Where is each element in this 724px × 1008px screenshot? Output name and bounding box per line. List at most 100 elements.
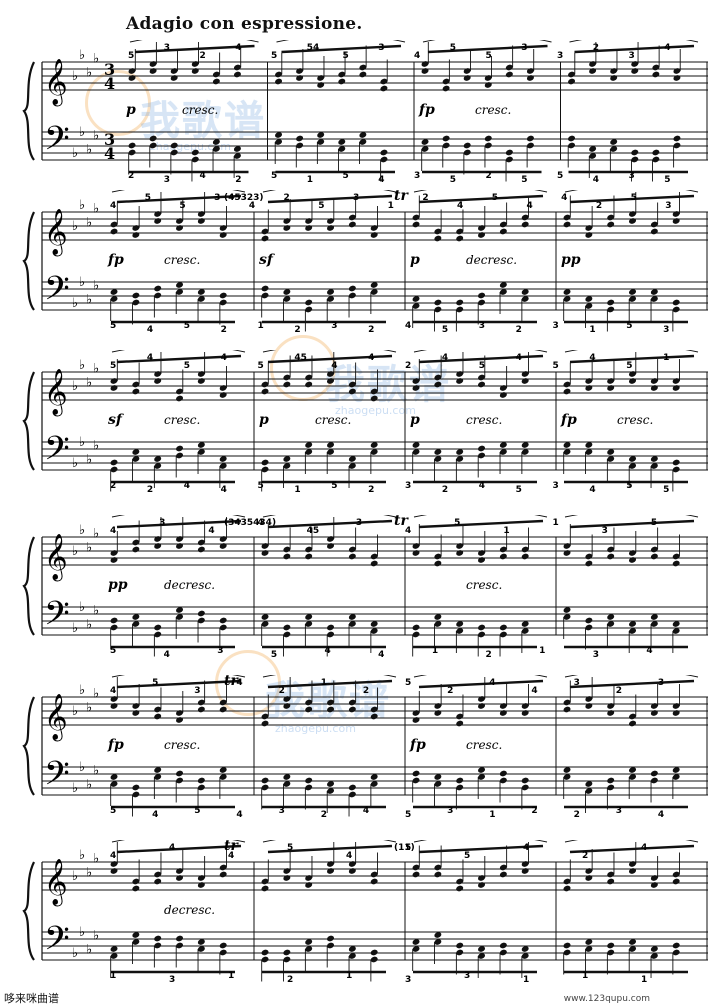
notehead — [132, 703, 140, 709]
notehead — [110, 228, 118, 235]
notehead — [563, 388, 571, 395]
notehead — [274, 78, 283, 85]
fingering-number: 3 — [356, 518, 362, 528]
flat-icon: ♭ — [93, 52, 99, 67]
fingering-number: 1 — [503, 526, 509, 536]
slur — [413, 515, 548, 518]
fingering-number: 2 — [582, 851, 588, 861]
notehead — [283, 774, 291, 780]
notehead — [650, 378, 658, 384]
notehead — [463, 75, 471, 81]
notehead — [370, 956, 378, 963]
notehead — [197, 211, 205, 217]
brace — [22, 371, 35, 471]
notehead — [283, 463, 291, 469]
flat-icon: ♭ — [72, 296, 78, 311]
notehead — [110, 557, 118, 563]
notehead — [175, 445, 184, 452]
notehead — [261, 784, 269, 791]
notehead — [110, 289, 118, 295]
fingering-number: 4 — [531, 686, 537, 696]
fingering-number: 2 — [422, 193, 428, 203]
expression-marking: cresc. — [182, 103, 218, 117]
notehead — [456, 550, 464, 556]
notehead — [128, 142, 136, 149]
watermark-text: 我歌谱 — [140, 98, 266, 144]
notehead — [132, 878, 140, 885]
notehead — [305, 946, 313, 952]
dynamic-marking: p — [126, 102, 136, 118]
notehead — [563, 885, 571, 892]
flat-icon: ♭ — [93, 687, 99, 702]
fingering-number: 4 — [489, 678, 495, 688]
fingering-number: 3 — [602, 526, 608, 536]
notehead — [607, 456, 615, 462]
notehead — [170, 149, 178, 156]
flat-icon: ♭ — [79, 125, 85, 140]
ornament-fingering: (3435434) — [224, 518, 276, 528]
notehead — [434, 621, 442, 627]
notehead — [219, 949, 227, 956]
notehead — [110, 696, 118, 702]
fingering-number: 4 — [593, 175, 599, 185]
fingering-number: 5 — [521, 175, 527, 185]
fingering-number: 5 — [110, 321, 116, 331]
notehead — [484, 135, 492, 142]
fingering-number: 2 — [221, 325, 227, 335]
notehead — [110, 296, 118, 302]
notehead — [463, 149, 471, 156]
fingering-number: 5 — [516, 485, 522, 495]
notehead — [326, 371, 335, 377]
notehead — [175, 770, 184, 777]
notehead — [585, 232, 593, 238]
notehead — [412, 624, 420, 631]
notehead — [370, 388, 378, 395]
notehead — [197, 777, 205, 784]
ornament-fingering: (11) — [394, 843, 415, 853]
fingering-number: 4 — [405, 321, 411, 331]
notehead — [154, 292, 162, 299]
flat-icon: ♭ — [72, 544, 78, 559]
fingering-number: 2 — [486, 171, 492, 181]
fingering-number: 5 — [110, 361, 116, 371]
notehead — [326, 935, 335, 942]
notehead — [484, 82, 492, 88]
fingering-number: 2 — [485, 650, 491, 660]
fingering-number: 3 — [593, 650, 599, 660]
time-signature-bottom: 4 — [104, 74, 115, 93]
notehead — [521, 861, 529, 867]
notehead — [317, 82, 325, 88]
notehead — [499, 282, 507, 288]
notehead — [154, 935, 162, 942]
notehead — [585, 385, 593, 391]
fingering-number: 4 — [516, 353, 522, 363]
notehead — [175, 282, 184, 288]
notehead — [348, 861, 356, 867]
fingering-number: 4 — [405, 526, 411, 536]
notehead — [191, 68, 199, 74]
slur — [564, 515, 699, 518]
notehead — [521, 703, 529, 709]
fingering-number: 1 — [582, 971, 588, 981]
notehead — [317, 75, 325, 81]
notehead — [672, 466, 680, 473]
notehead — [521, 214, 529, 221]
notehead — [672, 459, 680, 466]
fingering-number: 2 — [368, 325, 374, 335]
notehead — [412, 946, 420, 952]
notehead — [650, 614, 658, 620]
notehead — [499, 228, 507, 235]
fingering-number: 4 — [169, 843, 175, 853]
notehead — [110, 385, 118, 391]
fingering-number: 5 — [405, 678, 411, 688]
fingering-number: 2 — [200, 51, 206, 61]
notehead — [434, 299, 442, 306]
notehead — [412, 385, 420, 391]
notehead — [607, 942, 615, 949]
fingering-number: 1 — [589, 325, 595, 335]
flat-icon: ♭ — [86, 453, 92, 468]
fingering-number: 5 — [258, 361, 264, 371]
notehead — [175, 875, 184, 881]
